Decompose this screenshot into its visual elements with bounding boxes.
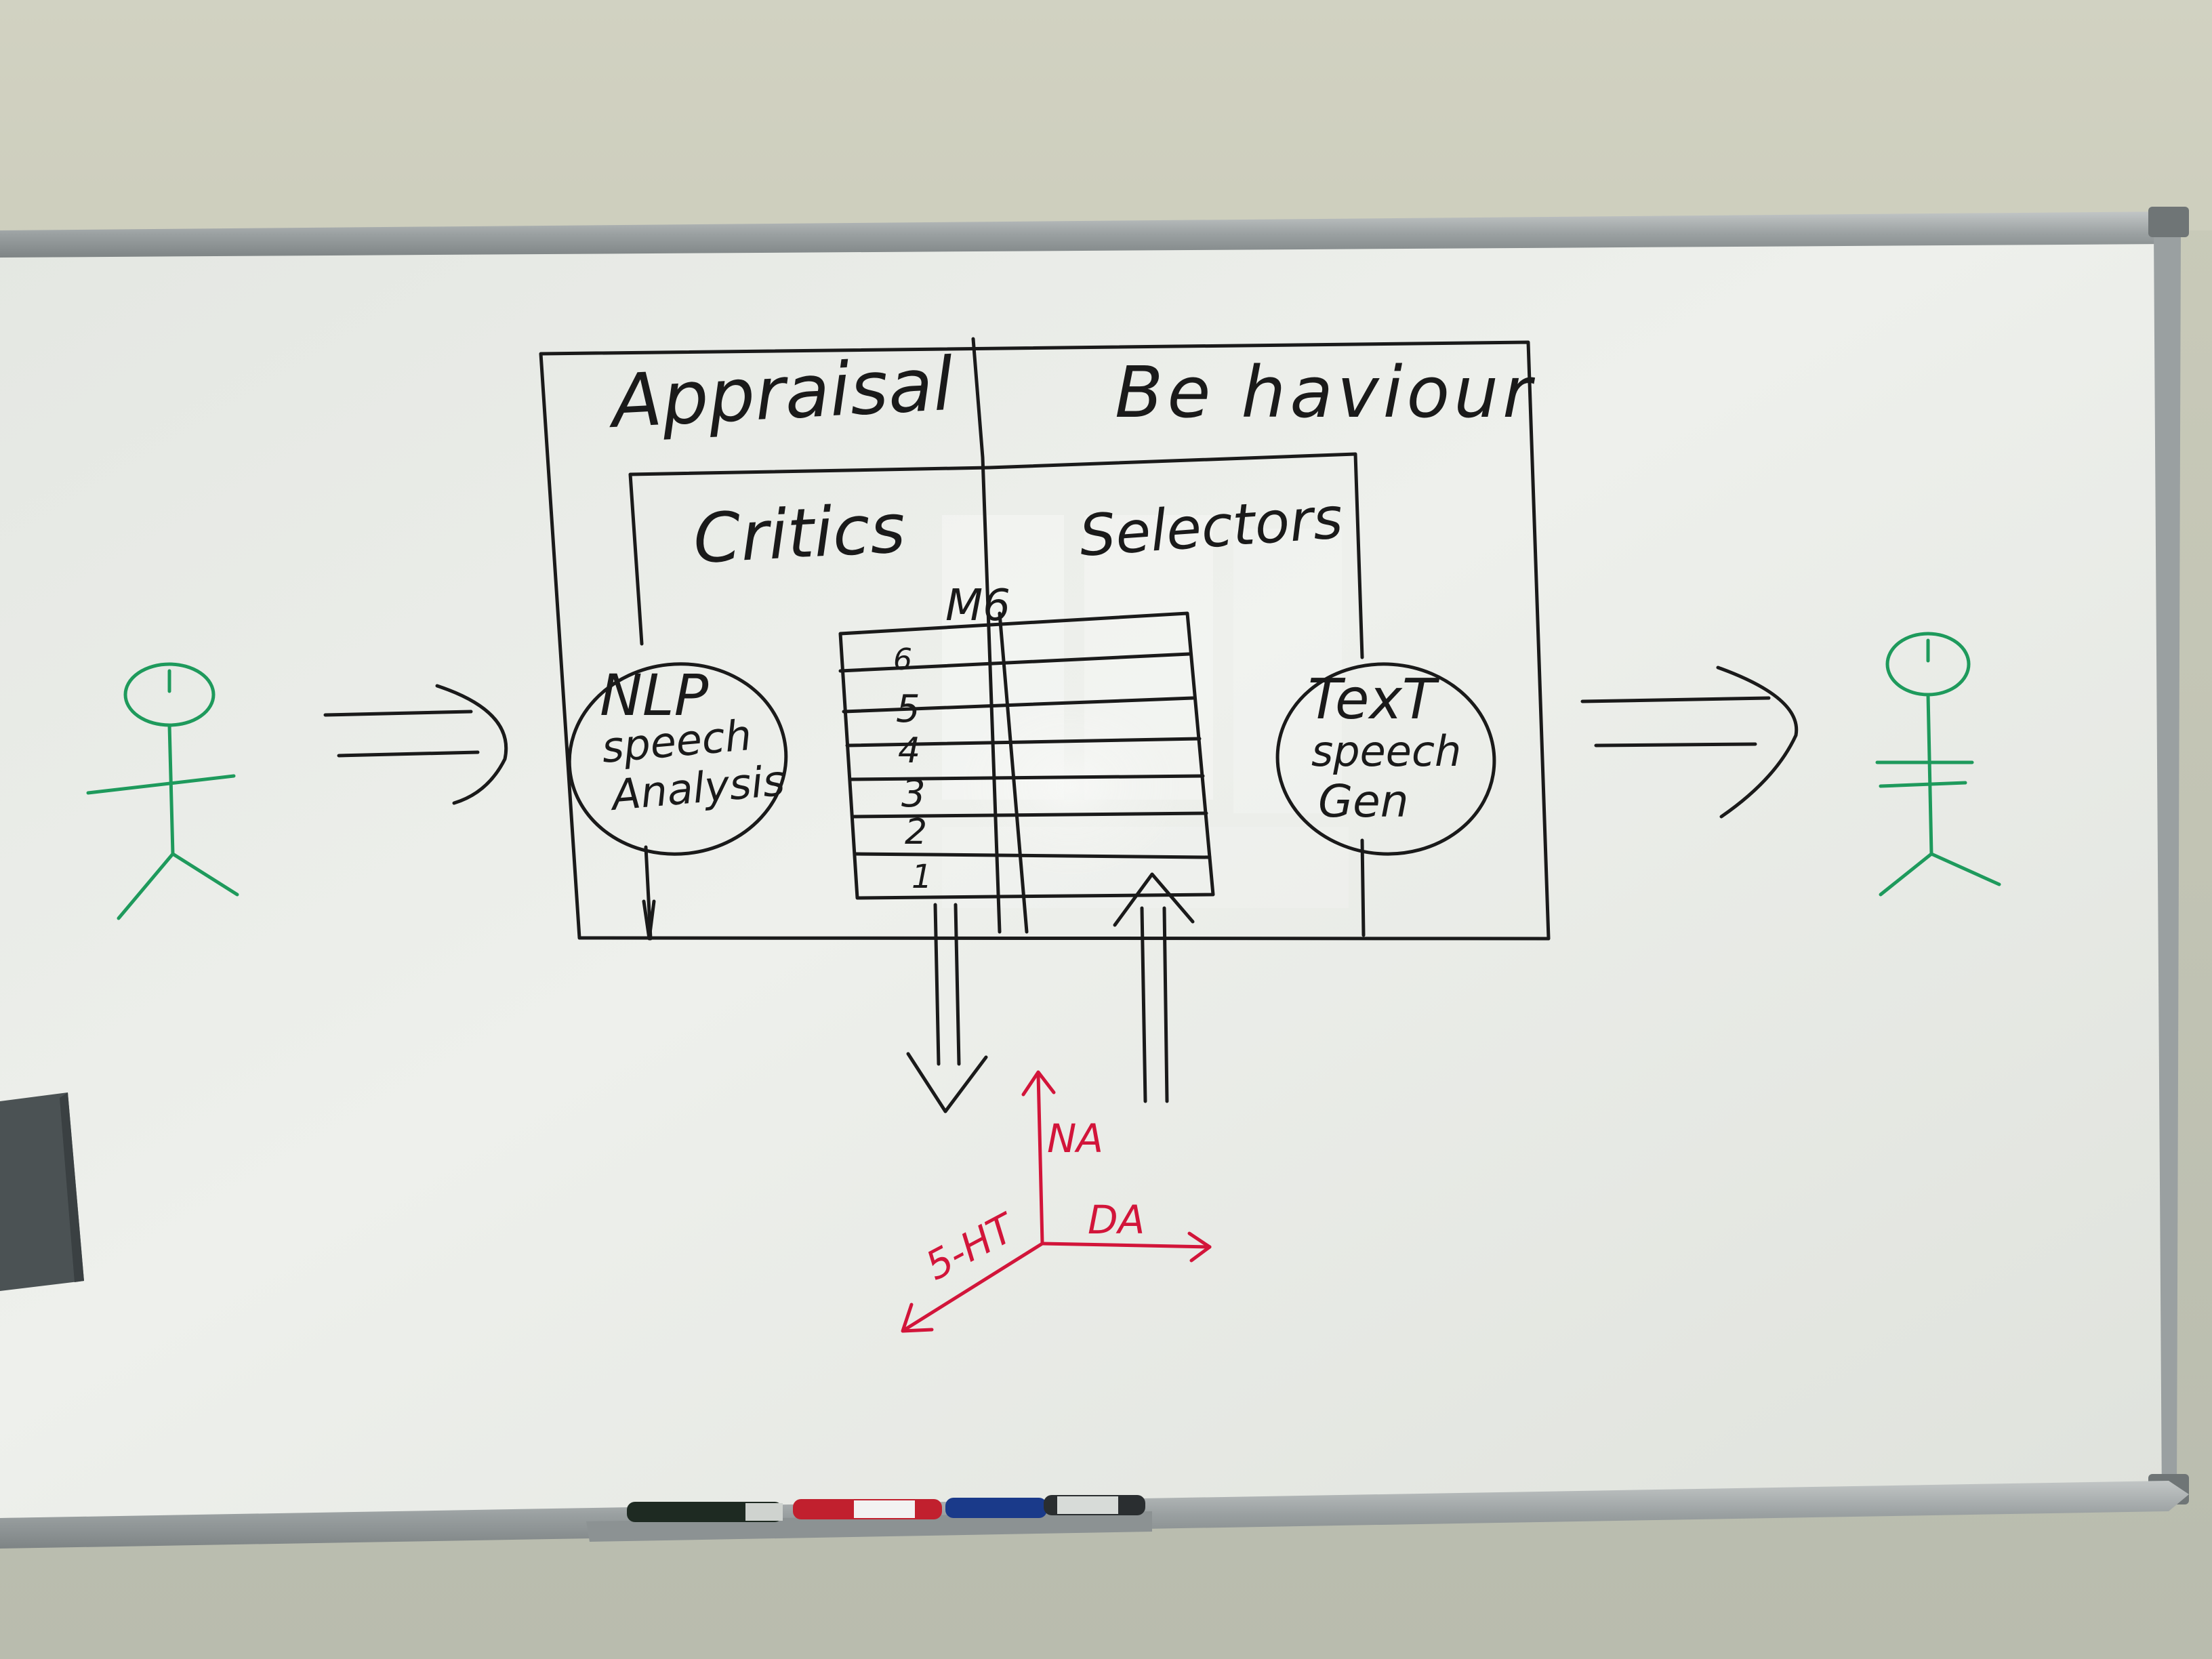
marker-pen-icon[interactable] <box>1044 1495 1145 1515</box>
marker-pen-icon[interactable] <box>793 1499 942 1519</box>
text-module <box>1275 662 1496 856</box>
down-arrow <box>906 903 988 1113</box>
appraisal-label: Appraisal <box>606 342 956 445</box>
matrix-label: M6 <box>945 581 1010 631</box>
section-divider <box>971 337 1002 934</box>
neuromodulator-axes <box>901 1070 1212 1333</box>
window-reflection <box>942 515 1349 908</box>
whiteboard <box>0 207 2189 1549</box>
nlp-module <box>567 662 788 856</box>
text-line3: Gen <box>1318 775 1409 827</box>
sender-stick-figure <box>86 662 239 920</box>
level-2: 2 <box>905 812 927 853</box>
text-line1: TexT <box>1308 668 1440 732</box>
wall-mounted-box <box>0 1092 84 1291</box>
behaviour-label: Be haviour <box>1115 351 1536 434</box>
board-frame-right <box>2154 224 2181 1501</box>
level-4: 4 <box>898 731 920 771</box>
output-arrow <box>1580 665 1799 819</box>
receiver-stick-figure <box>1875 632 2001 897</box>
level-1: 1 <box>912 858 933 896</box>
memory-table <box>838 611 1215 934</box>
input-arrow <box>323 684 508 805</box>
critics-label: Critics <box>691 489 907 579</box>
level-6: 6 <box>893 642 912 677</box>
level-3: 3 <box>901 772 926 816</box>
board-frame-top <box>0 211 2189 258</box>
marker-pen-icon[interactable] <box>627 1502 783 1522</box>
text-line2: speech <box>1311 726 1461 776</box>
outer-box <box>539 340 1551 941</box>
marker-set <box>627 1495 1145 1522</box>
axis-label-na: NA <box>1047 1115 1103 1162</box>
diagram <box>323 337 1799 1113</box>
inner-box <box>628 452 1366 941</box>
marker-pen-icon[interactable] <box>945 1498 1047 1518</box>
axis-label-da: DA <box>1088 1197 1145 1243</box>
up-arrow <box>1113 872 1195 1103</box>
nlp-line1: NLP <box>600 662 709 729</box>
level-5: 5 <box>896 687 920 731</box>
